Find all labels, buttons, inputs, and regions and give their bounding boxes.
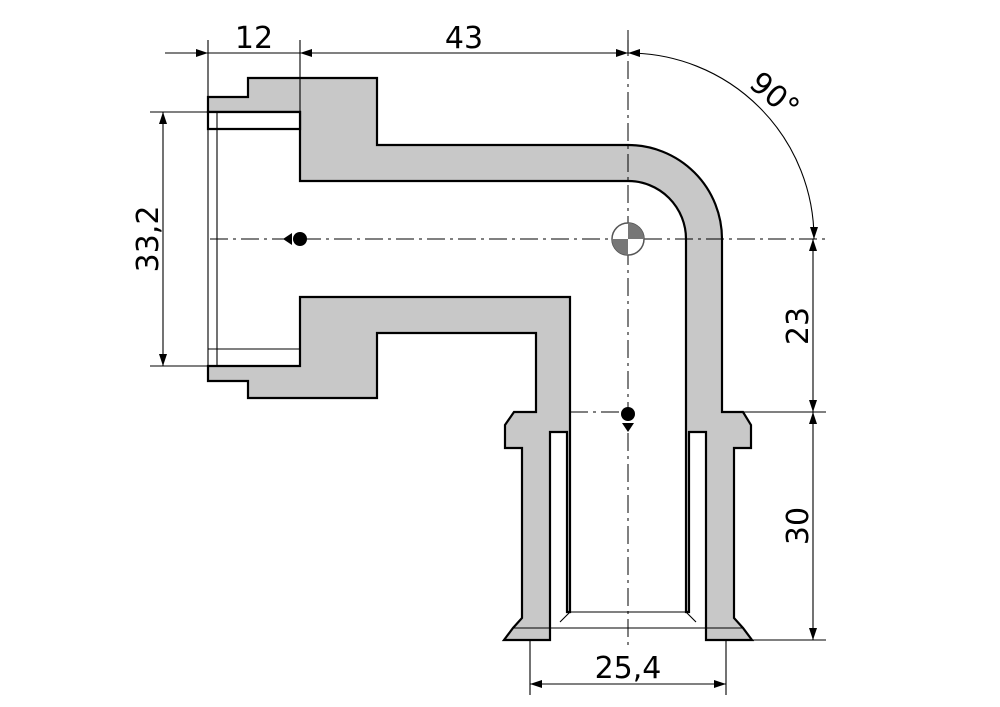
lower-wall [206,295,572,642]
dimension-drop-height: 23 [722,239,826,413]
dimension-run-length: 43 [445,21,629,56]
dim-label-23: 23 [781,307,816,345]
fitting-body [206,76,755,642]
flow-marker-down-icon [621,407,635,432]
upper-wall [206,76,755,642]
dim-label-30: 30 [781,507,816,545]
dimension-thread-diameter: 33,2 [131,111,208,367]
socket-bore [206,110,302,131]
center-of-gravity-icon [611,222,645,256]
spigot-bottom-chamfer [559,611,697,623]
dim-label-12: 12 [235,21,273,56]
dimension-spigot-diameter: 25,4 [529,640,727,695]
dim-label-25-4: 25,4 [595,651,662,686]
flow-marker-left-icon [283,232,307,246]
dimension-elbow-angle: 90° [627,49,818,240]
dim-label-33-2: 33,2 [131,206,166,273]
dim-label-90: 90° [742,65,805,126]
dim-label-43: 43 [445,21,483,56]
dimension-spigot-length: 30 [752,412,826,641]
dimension-socket-depth: 12 [165,21,628,112]
